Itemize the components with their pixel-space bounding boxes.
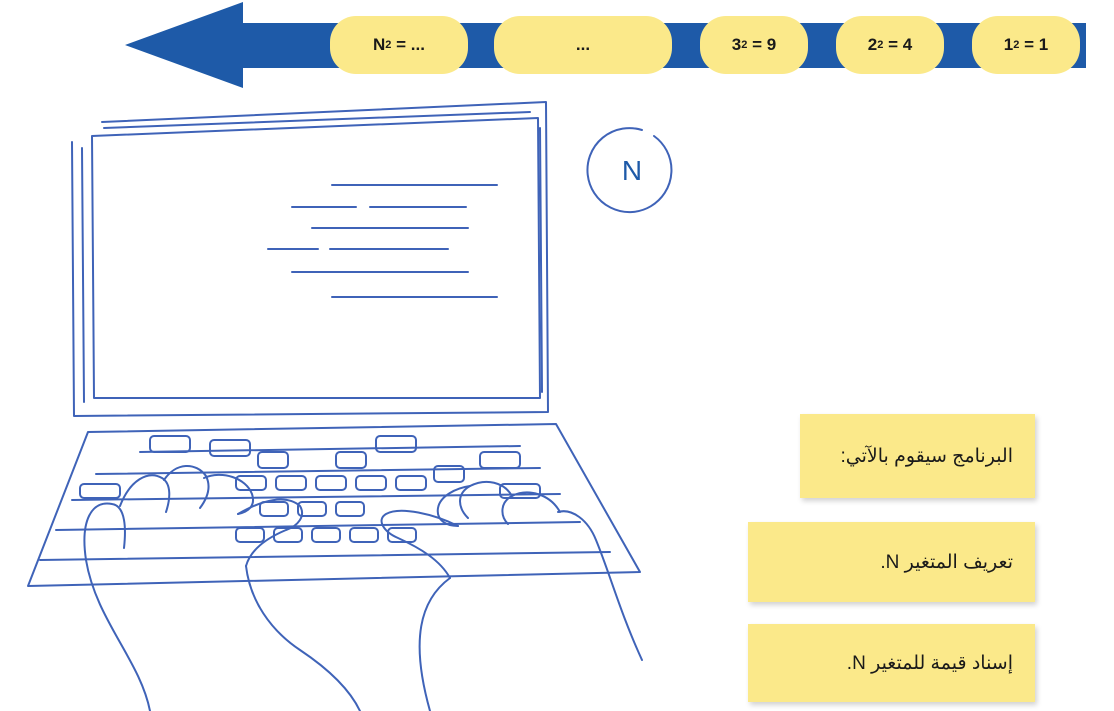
note-step-2: إسناد قيمة للمتغير N. <box>748 624 1035 702</box>
laptop-keyboard <box>27 423 641 587</box>
left-hand <box>83 465 361 711</box>
variable-n-circle: N <box>586 127 673 214</box>
right-hand <box>380 480 643 711</box>
note-intro: البرنامج سيقوم بالآتي: <box>800 414 1035 498</box>
laptop-screen <box>71 101 549 417</box>
arrow-head <box>125 2 243 88</box>
variable-n-label: N <box>622 155 642 186</box>
screen-code-lines <box>267 184 498 298</box>
pill-ellipsis: ... <box>494 16 672 74</box>
laptop-illustration <box>27 101 643 711</box>
note-step-1: تعريف المتغير N. <box>748 522 1035 602</box>
